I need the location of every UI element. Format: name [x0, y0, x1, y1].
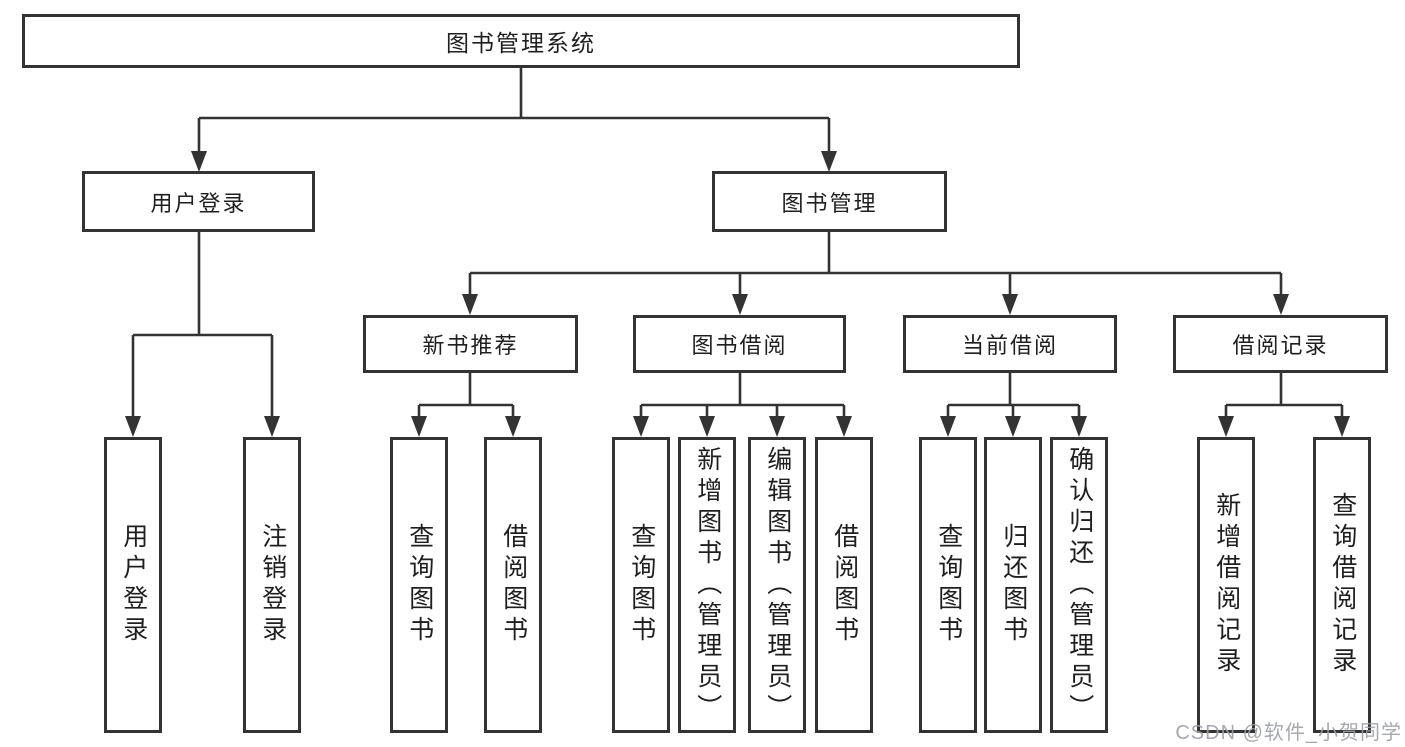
arrow-down-icon	[1273, 294, 1289, 315]
node-borrow-records-label: 借阅记录	[1232, 333, 1329, 358]
connector-book-borrow	[633, 373, 852, 437]
arrow-down-icon	[505, 416, 521, 437]
node-borrow-records: 借阅记录	[1173, 315, 1388, 373]
connector-user-login	[125, 232, 280, 437]
node-new-book-recommend-label: 新书推荐	[422, 333, 519, 358]
node-book-borrow-label: 图书借阅	[691, 333, 788, 358]
leaf-return-book: 归还图书	[984, 437, 1042, 733]
arrow-down-icon	[732, 294, 748, 315]
arrow-down-icon	[1334, 416, 1350, 437]
connector-borrow-records	[1218, 373, 1350, 437]
leaf-return-book-label: 归还图书	[999, 523, 1028, 647]
leaf-confirm-return-admin-label: 确认归还（管理员）	[1065, 445, 1094, 725]
leaf-logout: 注销登录	[243, 437, 301, 733]
leaf-query-books-borrow-label: 查询图书	[627, 523, 656, 647]
node-book-borrow: 图书借阅	[633, 315, 846, 373]
leaf-edit-book-admin-label: 编辑图书（管理员）	[763, 445, 792, 725]
leaf-query-books-current: 查询图书	[919, 437, 977, 733]
leaf-query-books-current-label: 查询图书	[934, 523, 963, 647]
arrow-down-icon	[940, 416, 956, 437]
connector-book-management	[462, 232, 1289, 315]
arrow-down-icon	[1218, 416, 1234, 437]
leaf-logout-label: 注销登录	[258, 523, 287, 647]
leaf-borrow-books-recommend-label: 借阅图书	[499, 523, 528, 647]
node-root-label: 图书管理系统	[446, 30, 596, 56]
arrow-down-icon	[633, 416, 649, 437]
node-user-login: 用户登录	[82, 171, 315, 232]
node-root: 图书管理系统	[22, 14, 1020, 68]
leaf-add-borrow-record-label: 新增借阅记录	[1212, 492, 1241, 678]
leaf-query-books-recommend: 查询图书	[390, 437, 448, 733]
arrow-down-icon	[1005, 416, 1021, 437]
leaf-confirm-return-admin: 确认归还（管理员）	[1050, 437, 1108, 733]
arrow-down-icon	[699, 416, 715, 437]
connector-current-borrow	[940, 373, 1087, 437]
arrow-down-icon	[462, 294, 478, 315]
arrow-down-icon	[836, 416, 852, 437]
leaf-user-login: 用户登录	[104, 437, 162, 733]
leaf-edit-book-admin: 编辑图书（管理员）	[748, 437, 806, 733]
arrow-down-icon	[769, 416, 785, 437]
arrow-down-icon	[1002, 294, 1018, 315]
leaf-query-borrow-record: 查询借阅记录	[1313, 437, 1371, 733]
leaf-borrow-books: 借阅图书	[815, 437, 873, 733]
node-user-login-label: 用户登录	[150, 190, 247, 216]
node-book-management-label: 图书管理	[781, 190, 878, 216]
node-book-management: 图书管理	[712, 171, 947, 232]
arrow-down-icon	[191, 151, 207, 172]
arrow-down-icon	[125, 416, 141, 437]
leaf-user-login-label: 用户登录	[119, 523, 148, 647]
node-current-borrow-label: 当前借阅	[961, 333, 1058, 358]
leaf-query-books-recommend-label: 查询图书	[405, 523, 434, 647]
leaf-query-borrow-record-label: 查询借阅记录	[1328, 492, 1357, 678]
leaf-borrow-books-recommend: 借阅图书	[484, 437, 542, 733]
csdn-watermark: CSDN @软件_小贺同学	[1175, 722, 1402, 744]
arrow-down-icon	[1071, 416, 1087, 437]
leaf-add-book-admin: 新增图书（管理员）	[678, 437, 736, 733]
leaf-borrow-books-label: 借阅图书	[830, 523, 859, 647]
connector-root	[191, 68, 837, 172]
node-current-borrow: 当前借阅	[903, 315, 1117, 373]
arrow-down-icon	[264, 416, 280, 437]
node-new-book-recommend: 新书推荐	[363, 315, 578, 373]
arrow-down-icon	[821, 151, 837, 172]
leaf-add-borrow-record: 新增借阅记录	[1197, 437, 1255, 733]
connector-new-book-recommend	[411, 373, 521, 437]
leaf-query-books-borrow: 查询图书	[612, 437, 670, 733]
leaf-add-book-admin-label: 新增图书（管理员）	[693, 445, 722, 725]
arrow-down-icon	[411, 416, 427, 437]
